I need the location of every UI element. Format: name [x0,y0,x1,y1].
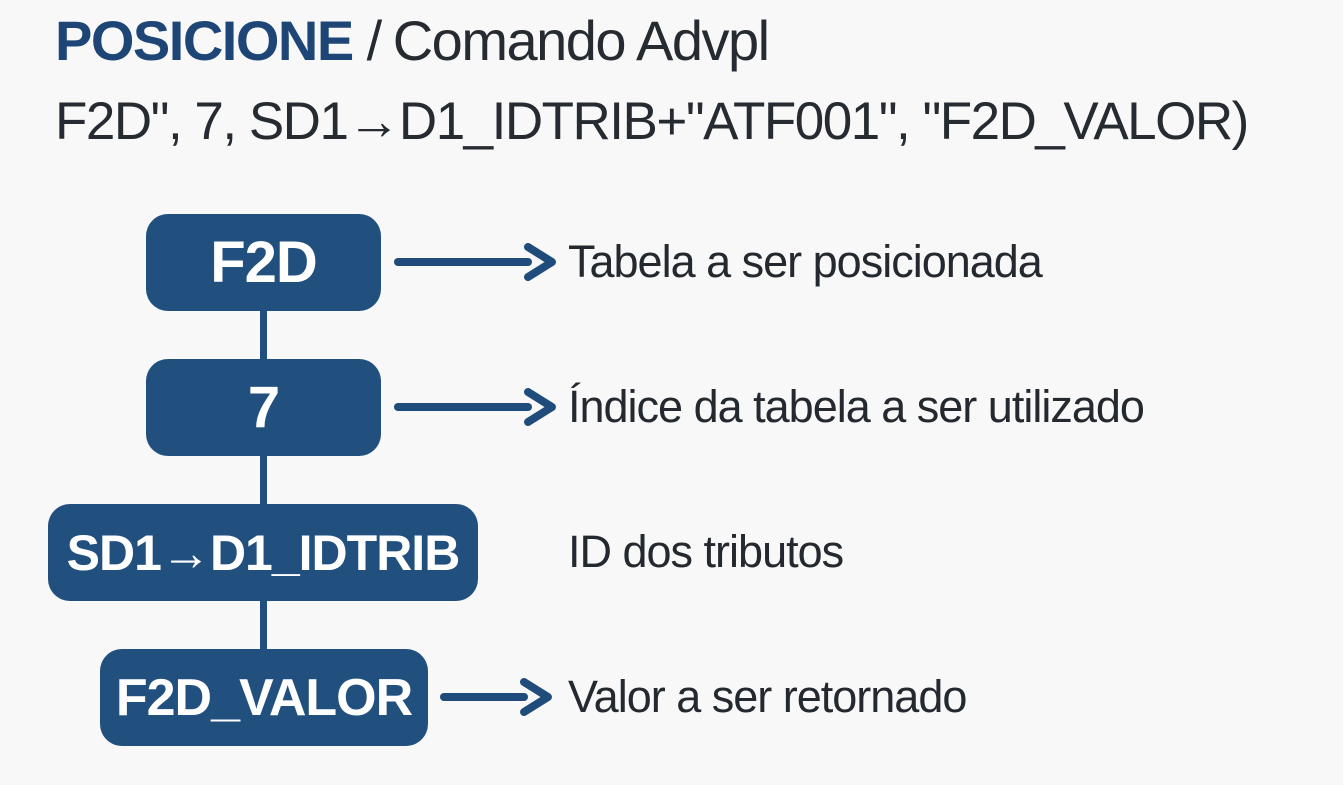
arrow-right-icon [394,243,556,281]
param-description: Tabela a ser posicionada [568,236,1043,287]
param-box-label: SD1→D1_IDTRIB [66,524,461,581]
param-box-valor: F2D_VALOR [100,649,428,746]
code-line: F2D", 7, SD1→D1_IDTRIB+"ATF001", "F2D_VA… [55,92,1249,151]
arrow-right-icon [440,678,552,716]
title-subtitle: Comando Advpl [392,9,770,72]
param-box-label: F2D [210,230,318,295]
param-box-label: F2D_VALOR [115,668,413,727]
title-separator: / [366,9,383,72]
title-command-name: POSICIONE [55,9,354,72]
param-box-table: F2D [146,214,381,311]
param-box-idtrib: SD1→D1_IDTRIB [48,504,478,601]
param-box-index: 7 [146,359,381,456]
arrow-right-icon [394,388,556,426]
connector-line [260,262,267,698]
param-box-label: 7 [247,375,280,440]
param-description: Valor a ser retornado [568,671,967,722]
param-description: Índice da tabela a ser utilizado [568,381,1145,432]
page-title: POSICIONE/Comando Advpl [55,9,770,72]
param-description: ID dos tributos [568,526,844,577]
